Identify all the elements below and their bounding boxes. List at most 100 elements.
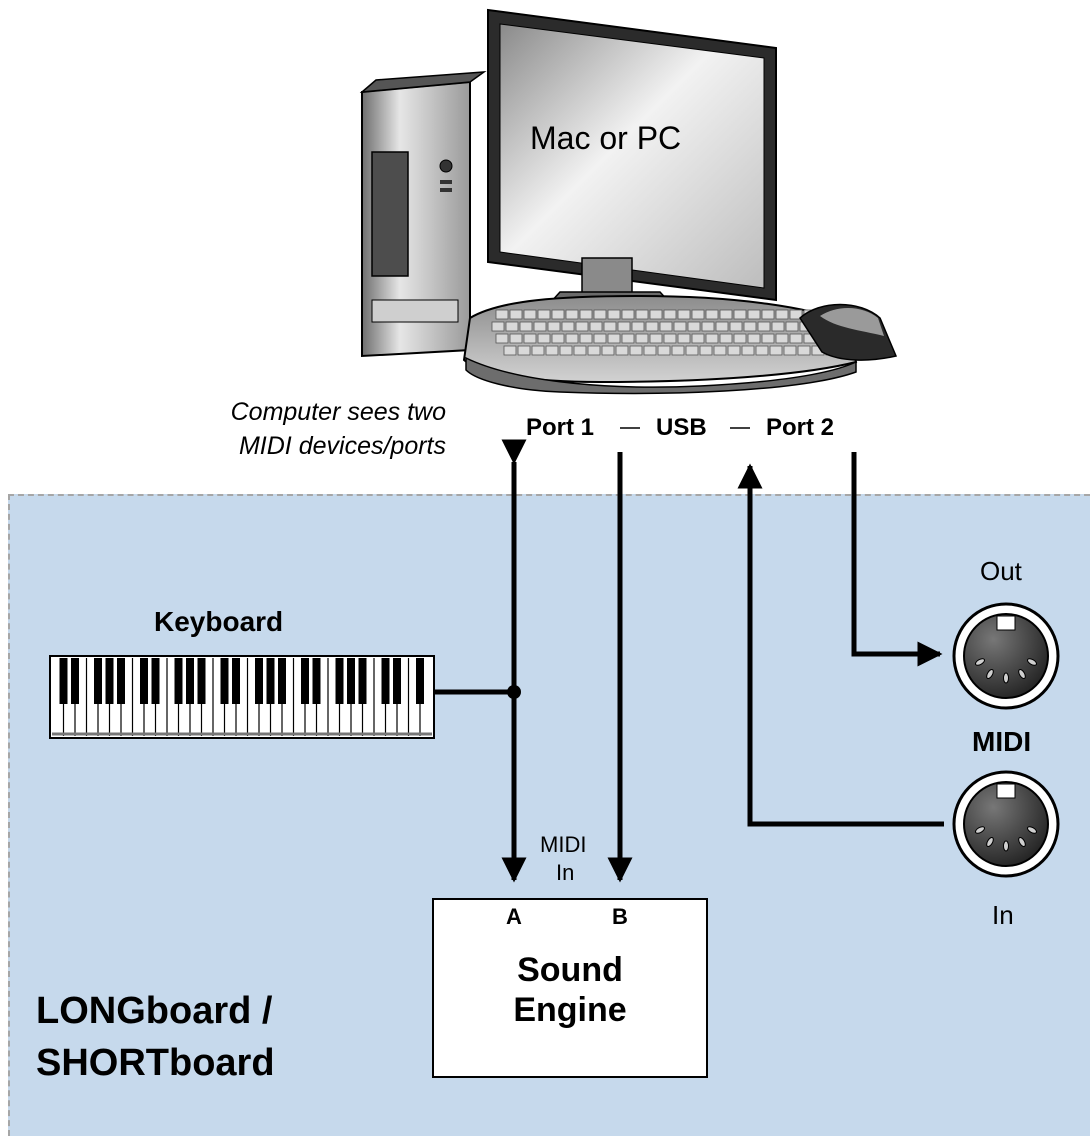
computer-key [733, 333, 747, 344]
computer-key [575, 321, 589, 332]
black-key [278, 658, 286, 704]
black-key [117, 658, 125, 704]
computer-tower-icon [359, 71, 487, 358]
port-1-label: Port 1 [526, 414, 595, 441]
computer-key [785, 321, 799, 332]
computer-key [663, 309, 677, 320]
computer-key [621, 309, 635, 320]
board-title-line2: SHORTboard [36, 1042, 275, 1084]
computer-key [775, 333, 789, 344]
computer-key [761, 309, 775, 320]
computer-note-line1: Computer sees two [230, 398, 446, 426]
computer-key [495, 309, 509, 320]
computer-key [729, 321, 743, 332]
computer-key [531, 345, 545, 356]
black-key [347, 658, 355, 704]
computer-key [495, 333, 509, 344]
black-key [105, 658, 114, 704]
black-key [197, 658, 206, 704]
computer-key [775, 309, 789, 320]
sound-engine-box: A B Sound Engine [432, 898, 708, 1078]
black-key [71, 658, 79, 704]
computer-key [503, 345, 517, 356]
computer-key [589, 321, 603, 332]
computer-key [573, 345, 587, 356]
computer-key [565, 333, 579, 344]
board-title-line1: LONGboard / [36, 990, 273, 1032]
black-key [94, 658, 102, 704]
black-key [151, 658, 160, 704]
midi-label: MIDI [972, 726, 1032, 757]
computer-key [789, 309, 803, 320]
computer-key [797, 345, 811, 356]
computer-key [491, 321, 505, 332]
computer-key [509, 309, 523, 320]
computer-key [519, 321, 533, 332]
black-key [312, 658, 321, 704]
computer-key [505, 321, 519, 332]
pin-a-label: A [506, 904, 522, 929]
computer-key [559, 345, 573, 356]
computer-key [565, 309, 579, 320]
computer-key [601, 345, 615, 356]
computer-key [705, 309, 719, 320]
computer-key [789, 333, 803, 344]
computer-key [579, 333, 593, 344]
computer-key [755, 345, 769, 356]
black-key [358, 658, 367, 704]
computer-key [547, 321, 561, 332]
computer-key [677, 333, 691, 344]
computer-key [687, 321, 701, 332]
black-key [255, 658, 263, 704]
computer-key [593, 333, 607, 344]
computer-key [677, 309, 691, 320]
computer-key [551, 309, 565, 320]
black-key [232, 658, 240, 704]
board-title: LONGboard / SHORTboard [36, 985, 275, 1089]
computer-key [699, 345, 713, 356]
computer-key [761, 333, 775, 344]
computer-key [769, 345, 783, 356]
computer-key [533, 321, 547, 332]
computer-key [517, 345, 531, 356]
computer-key [635, 333, 649, 344]
black-key [393, 658, 401, 704]
port-2-label: Port 2 [766, 414, 835, 441]
computer-key [523, 333, 537, 344]
computer-key [719, 309, 733, 320]
computer-key [509, 333, 523, 344]
computer-key [747, 309, 761, 320]
computer-key [561, 321, 575, 332]
midi-out-label: Out [980, 556, 1022, 586]
computer-key [743, 321, 757, 332]
computer-key [741, 345, 755, 356]
computer-key [719, 333, 733, 344]
computer-key [663, 333, 677, 344]
black-key [59, 658, 68, 704]
computer-key [771, 321, 785, 332]
computer-key [671, 345, 685, 356]
computer-key [607, 309, 621, 320]
computer-key [691, 309, 705, 320]
computer-key [579, 309, 593, 320]
computer-key [757, 321, 771, 332]
computer-key [621, 333, 635, 344]
sound-engine-title: Sound Engine [434, 950, 706, 1030]
computer-key [691, 333, 705, 344]
computer-key [727, 345, 741, 356]
screen-label: Mac or PC [530, 120, 682, 156]
engine-midi-in-line2: In [556, 860, 575, 885]
computer-key [649, 309, 663, 320]
junction-dot [507, 685, 521, 699]
computer-key [587, 345, 601, 356]
black-key [301, 658, 309, 704]
computer-note-line2: MIDI devices/ports [238, 432, 446, 460]
black-key [335, 658, 344, 704]
mouse-icon [799, 303, 898, 361]
computer-key [701, 321, 715, 332]
black-key [416, 658, 424, 704]
keyboard-label: Keyboard [154, 606, 284, 637]
computer-key [747, 333, 761, 344]
